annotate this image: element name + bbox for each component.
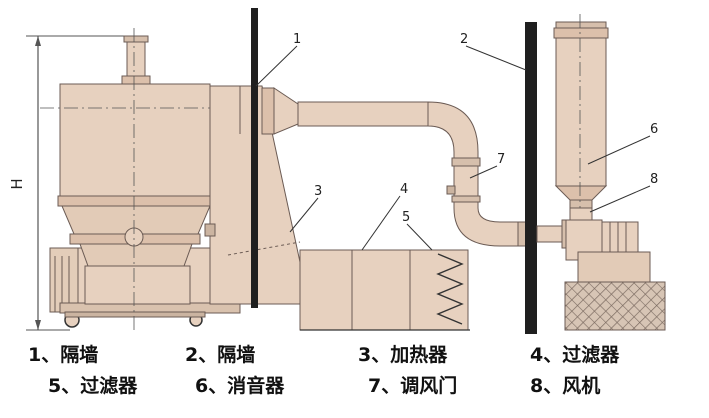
- callout-4: 4: [400, 182, 408, 197]
- partition-wall-1: [251, 8, 258, 308]
- legend-row-2: 5、过滤器 6、消音器 7、调风门 8、风机: [0, 371, 709, 399]
- callout-numbers: 1 2 3 4 5 6 7 8: [293, 32, 658, 225]
- partition-wall-2: [525, 22, 537, 334]
- silencer: [553, 14, 609, 290]
- callouts: [255, 45, 651, 251]
- legend-item-1: 1、隔墙: [28, 344, 99, 366]
- legend-item-5: 5、过滤器: [48, 375, 138, 397]
- heater-filter-unit: [299, 249, 470, 331]
- callout-1: 1: [293, 32, 301, 47]
- exhaust-duct: [261, 87, 527, 247]
- fan-inlet-duct: [536, 219, 571, 249]
- legend-row-1: 1、隔墙 2、隔墙 3、加热器 4、过滤器: [0, 340, 709, 368]
- legend-item-7: 7、调风门: [368, 375, 458, 397]
- legend-item-4: 4、过滤器: [530, 344, 620, 366]
- callout-6: 6: [650, 122, 658, 137]
- dryer-diagram: H: [8, 8, 666, 334]
- fan: [565, 207, 651, 283]
- legend-item-2: 2、隔墙: [185, 344, 256, 366]
- legend-item-3: 3、加热器: [358, 344, 448, 366]
- height-dimension: H: [8, 35, 140, 331]
- height-label: H: [8, 178, 26, 189]
- callout-7: 7: [497, 152, 505, 167]
- callout-8: 8: [650, 172, 658, 187]
- callout-3: 3: [314, 184, 322, 199]
- legend-item-6: 6、消音器: [195, 375, 285, 397]
- legend-item-8: 8、风机: [530, 375, 601, 397]
- callout-5: 5: [402, 210, 410, 225]
- callout-2: 2: [460, 32, 468, 47]
